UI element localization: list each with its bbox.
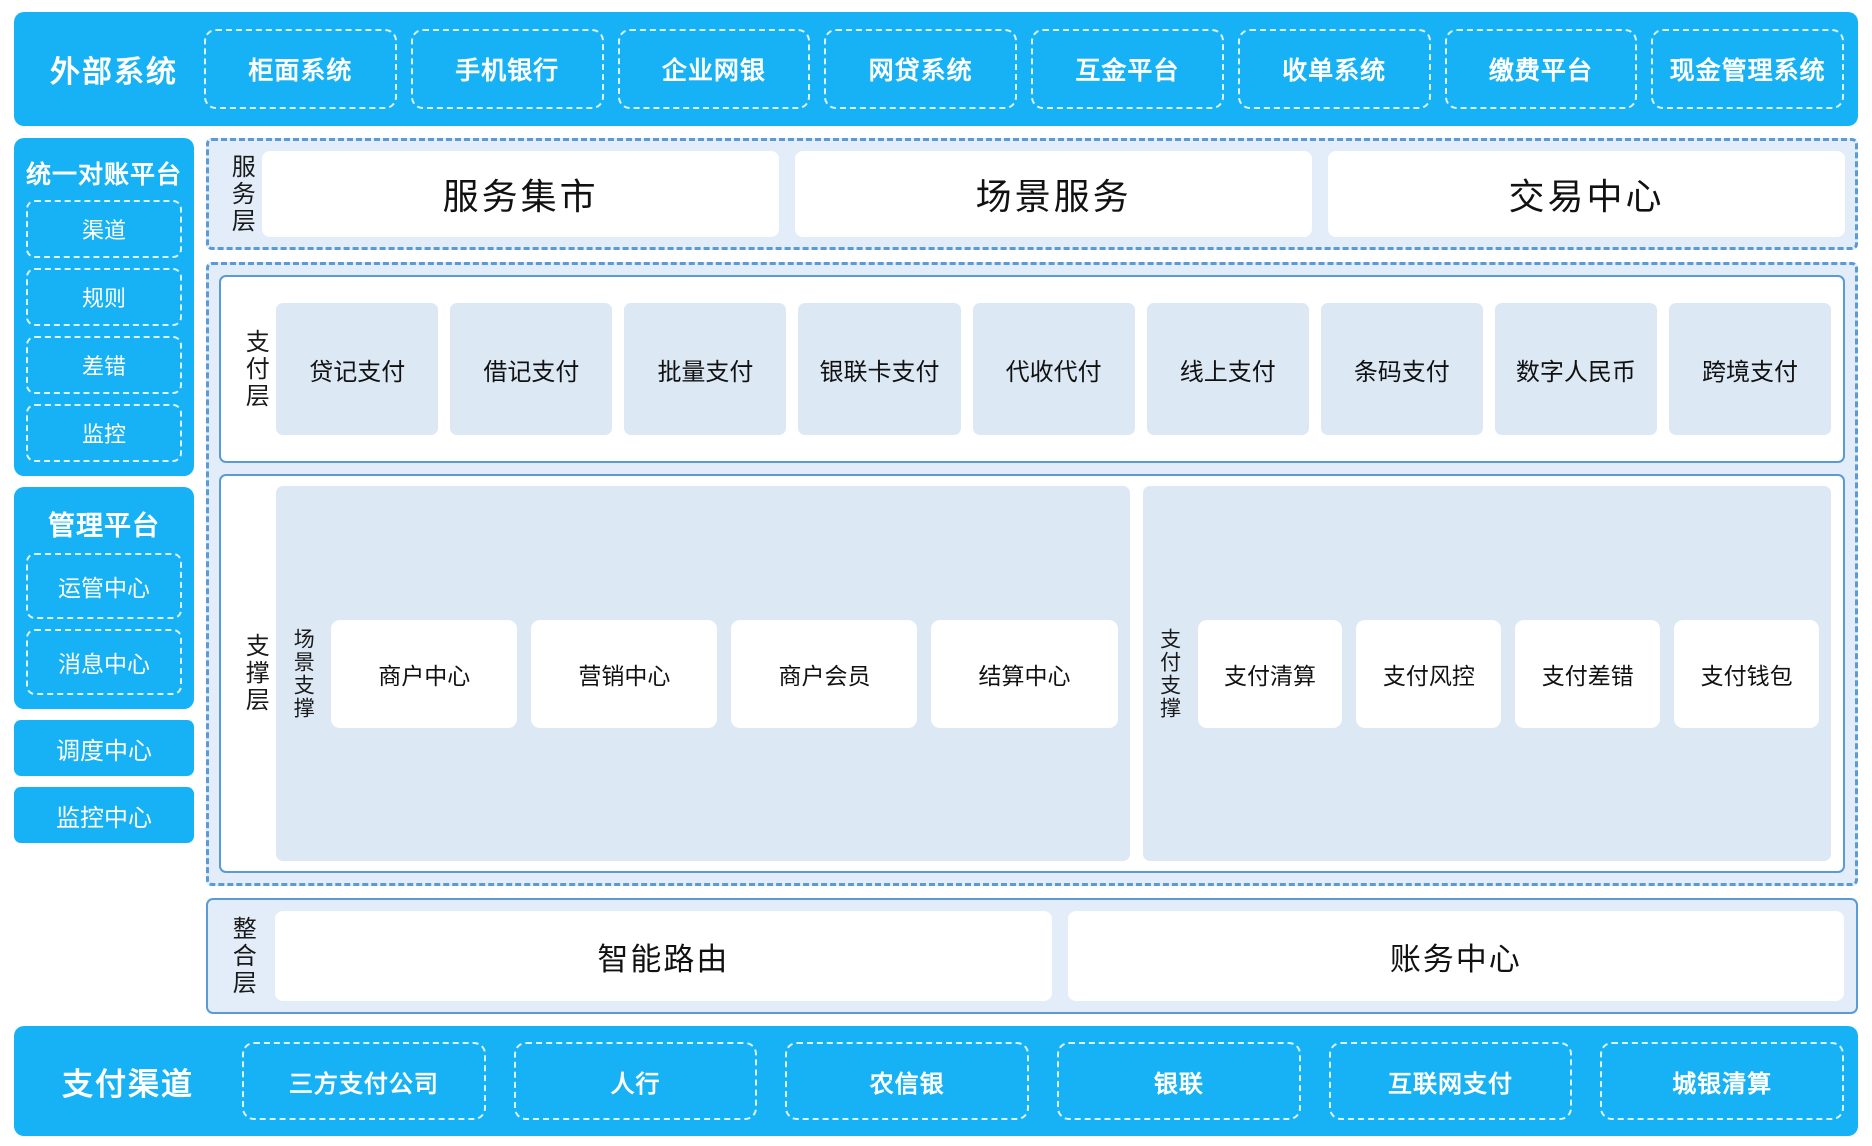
- support-chip-merchant-member[interactable]: 商户会员: [731, 619, 918, 728]
- support-chip-marketing-center[interactable]: 营销中心: [531, 619, 718, 728]
- payment-chip-credit[interactable]: 贷记支付: [276, 303, 439, 435]
- left-rail: 统一对账平台 渠道 规则 差错 监控 管理平台 运管中心 消息中心 调度中心 监…: [14, 138, 195, 1014]
- reconciliation-item-rule[interactable]: 规则: [26, 268, 183, 326]
- payment-channels-title: 支付渠道: [62, 1066, 194, 1102]
- service-card-market[interactable]: 服务集市: [262, 151, 780, 237]
- service-layer-group: 服务层 服务集市 场景服务 交易中心: [206, 138, 1858, 250]
- scene-support-cluster: 场景支撑 商户中心 营销中心 商户会员 结算中心: [276, 486, 1130, 861]
- support-chip-merchant-center[interactable]: 商户中心: [331, 619, 518, 728]
- payment-channels-items: 三方支付公司 人行 农信银 银联 互联网支付 城银清算: [242, 1042, 1845, 1120]
- reconciliation-item-channel[interactable]: 渠道: [26, 200, 183, 258]
- support-chip-payment-clearing[interactable]: 支付清算: [1197, 619, 1343, 728]
- external-system-chip[interactable]: 网贷系统: [824, 29, 1017, 109]
- reconciliation-platform-title: 统一对账平台: [26, 161, 183, 189]
- support-chip-payment-error[interactable]: 支付差错: [1515, 619, 1661, 728]
- external-systems-items: 柜面系统 手机银行 企业网银 网贷系统 互金平台 收单系统 缴费平台 现金管理系…: [204, 29, 1844, 109]
- reconciliation-item-error[interactable]: 差错: [26, 336, 183, 394]
- payment-channel-chip[interactable]: 银联: [1057, 1042, 1301, 1120]
- payment-channel-chip[interactable]: 城银清算: [1600, 1042, 1845, 1120]
- payment-chip-barcode[interactable]: 条码支付: [1320, 303, 1483, 435]
- scheduling-center-card[interactable]: 调度中心: [14, 720, 195, 776]
- payment-layer-items: 贷记支付 借记支付 批量支付 银联卡支付 代收代付 线上支付 条码支付 数字人民…: [276, 287, 1832, 451]
- scene-support-label: 场景支撑: [291, 627, 315, 720]
- management-item-message-center[interactable]: 消息中心: [26, 629, 183, 695]
- payment-channels-band: 支付渠道 三方支付公司 人行 农信银 银联 互联网支付 城银清算: [14, 1026, 1858, 1136]
- support-layer-panel: 支撑层 场景支撑 商户中心 营销中心 商户会员 结算中心: [219, 474, 1845, 873]
- external-system-chip[interactable]: 互金平台: [1031, 29, 1224, 109]
- reconciliation-item-monitor[interactable]: 监控: [26, 404, 183, 462]
- external-system-chip[interactable]: 企业网银: [617, 29, 811, 109]
- external-system-chip[interactable]: 现金管理系统: [1651, 29, 1844, 109]
- integration-card-smart-routing[interactable]: 智能路由: [275, 911, 1052, 1001]
- external-systems-title: 外部系统: [50, 56, 178, 89]
- payment-chip-cross-border[interactable]: 跨境支付: [1668, 303, 1832, 435]
- integration-layer-items: 智能路由 账务中心: [275, 911, 1845, 1001]
- external-system-chip[interactable]: 手机银行: [410, 29, 604, 109]
- payment-channel-chip[interactable]: 互联网支付: [1328, 1042, 1573, 1120]
- payment-chip-debit[interactable]: 借记支付: [450, 303, 613, 435]
- integration-card-accounting-center[interactable]: 账务中心: [1067, 911, 1845, 1001]
- support-chip-payment-risk[interactable]: 支付风控: [1356, 619, 1502, 728]
- payment-chip-digital-rmb[interactable]: 数字人民币: [1494, 303, 1657, 435]
- payment-support-label: 支付支撑: [1157, 627, 1181, 720]
- payment-support-cluster: 支付支撑 支付清算 支付风控 支付差错 支付钱包: [1142, 486, 1831, 861]
- scene-support-items: 商户中心 营销中心 商户会员 结算中心: [331, 495, 1118, 852]
- payment-channel-chip[interactable]: 三方支付公司: [242, 1042, 486, 1120]
- layers-stack: 服务层 服务集市 场景服务 交易中心 支付层 贷记支付 借记支付 批量支付 银联…: [206, 138, 1858, 1014]
- payment-channel-chip[interactable]: 人行: [513, 1042, 758, 1120]
- support-chip-payment-wallet[interactable]: 支付钱包: [1674, 619, 1819, 728]
- integration-layer-label: 整合层: [228, 915, 256, 997]
- support-chip-settlement-center[interactable]: 结算中心: [931, 619, 1118, 728]
- integration-layer-panel: 整合层 智能路由 账务中心: [206, 898, 1858, 1014]
- external-system-chip[interactable]: 缴费平台: [1444, 29, 1638, 109]
- payment-channel-chip[interactable]: 农信银: [785, 1042, 1030, 1120]
- management-item-operations-center[interactable]: 运管中心: [26, 553, 183, 619]
- service-card-scenario[interactable]: 场景服务: [795, 151, 1313, 237]
- service-layer-label: 服务层: [227, 153, 255, 235]
- service-layer-items: 服务集市 场景服务 交易中心: [262, 151, 1846, 237]
- external-system-chip[interactable]: 收单系统: [1237, 29, 1431, 109]
- payment-chip-online[interactable]: 线上支付: [1146, 303, 1309, 435]
- external-systems-band: 外部系统 柜面系统 手机银行 企业网银 网贷系统 互金平台 收单系统 缴费平台 …: [14, 12, 1858, 126]
- reconciliation-platform-card: 统一对账平台 渠道 规则 差错 监控: [14, 138, 195, 476]
- payment-chip-unionpay-card[interactable]: 银联卡支付: [798, 303, 961, 435]
- support-layer-label: 支撑层: [241, 633, 269, 714]
- payment-chip-batch[interactable]: 批量支付: [624, 303, 787, 435]
- middle-region: 统一对账平台 渠道 规则 差错 监控 管理平台 运管中心 消息中心 调度中心 监…: [14, 138, 1858, 1014]
- core-layers-group: 支付层 贷记支付 借记支付 批量支付 银联卡支付 代收代付 线上支付 条码支付 …: [206, 262, 1858, 886]
- payment-layer-panel: 支付层 贷记支付 借记支付 批量支付 银联卡支付 代收代付 线上支付 条码支付 …: [219, 275, 1845, 463]
- monitoring-center-card[interactable]: 监控中心: [14, 787, 195, 843]
- management-platform-card: 管理平台 运管中心 消息中心: [14, 487, 195, 709]
- payment-chip-collection-payment[interactable]: 代收代付: [972, 303, 1135, 435]
- rail-spacer: [14, 854, 194, 1014]
- payment-layer-label: 支付层: [241, 328, 269, 410]
- management-platform-title: 管理平台: [48, 511, 160, 541]
- service-card-transaction[interactable]: 交易中心: [1328, 151, 1846, 237]
- external-system-chip[interactable]: 柜面系统: [204, 29, 397, 109]
- payment-support-items: 支付清算 支付风控 支付差错 支付钱包: [1197, 495, 1819, 852]
- support-layer-clusters: 场景支撑 商户中心 营销中心 商户会员 结算中心 支付支撑 支付清算: [276, 486, 1831, 861]
